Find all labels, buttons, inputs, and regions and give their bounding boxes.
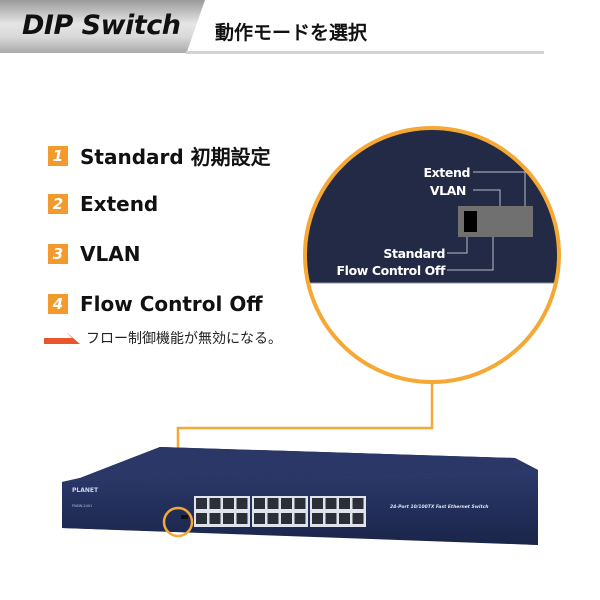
ethernet-port <box>196 498 207 509</box>
mode-label: Standard 初期設定 <box>80 145 271 169</box>
flow-control-note: フロー制御機能が無効になる。 <box>44 328 282 348</box>
ethernet-port <box>267 513 279 524</box>
header-subtitle: 動作モードを選択 <box>215 22 368 44</box>
mode-number-badge: 2 <box>48 194 68 214</box>
ethernet-port <box>254 513 265 524</box>
mode-number-badge: 1 <box>48 145 68 166</box>
mode-number-badge: 4 <box>48 294 68 314</box>
zoom-callout: Extend VLAN Standard Flow Control Off <box>303 126 561 384</box>
ethernet-port <box>236 513 248 524</box>
callout-label-standard: Standard <box>383 246 445 261</box>
ethernet-port <box>294 498 306 509</box>
ethernet-port <box>312 513 323 524</box>
ethernet-port <box>325 498 337 509</box>
callout-label-vlan: VLAN <box>430 183 466 198</box>
ethernet-port <box>281 513 292 524</box>
ethernet-port <box>352 498 364 509</box>
mode-item-extend: 2 Extend <box>48 192 158 216</box>
ethernet-port <box>209 513 221 524</box>
ethernet-port <box>236 498 248 509</box>
header-title: DIP Switch <box>22 10 181 41</box>
mode-number-badge: 3 <box>48 244 68 264</box>
dip-switch-lever <box>464 211 477 232</box>
mode-label: Extend <box>80 192 159 216</box>
ethernet-port <box>209 498 221 509</box>
ethernet-port <box>312 498 323 509</box>
header-divider <box>186 51 544 54</box>
ethernet-port <box>223 513 234 524</box>
ethernet-port <box>294 513 306 524</box>
ethernet-port <box>325 513 337 524</box>
ethernet-port <box>281 498 292 509</box>
callout-label-extend: Extend <box>423 165 470 180</box>
mode-item-flow-control: 4 Flow Control Off <box>48 292 263 316</box>
model-label: FNSW-2401 <box>72 504 92 508</box>
ethernet-port <box>352 513 364 524</box>
device-description: 24-Port 10/100TX Fast Ethernet Switch <box>390 504 489 510</box>
ethernet-port <box>339 498 350 509</box>
dip-switch-highlight <box>162 506 194 538</box>
ethernet-port <box>267 498 279 509</box>
ethernet-port <box>223 498 234 509</box>
brand-logo: PLANET <box>72 487 99 494</box>
network-switch: PLANET FNSW-2401 24-Port 10/100TX Fast E… <box>62 447 538 545</box>
ethernet-port <box>196 513 207 524</box>
ethernet-port <box>339 513 350 524</box>
ethernet-port <box>254 498 265 509</box>
header-banner <box>0 0 205 53</box>
arrow-right-icon <box>44 332 80 344</box>
mode-label: Flow Control Off <box>80 292 263 316</box>
ethernet-ports <box>194 496 366 527</box>
mode-label: VLAN <box>80 242 141 266</box>
mode-item-vlan: 3 VLAN <box>48 242 140 266</box>
mode-item-standard: 1 Standard 初期設定 <box>48 141 271 170</box>
note-text: フロー制御機能が無効になる。 <box>86 331 282 347</box>
callout-label-flow-control: Flow Control Off <box>337 263 446 278</box>
